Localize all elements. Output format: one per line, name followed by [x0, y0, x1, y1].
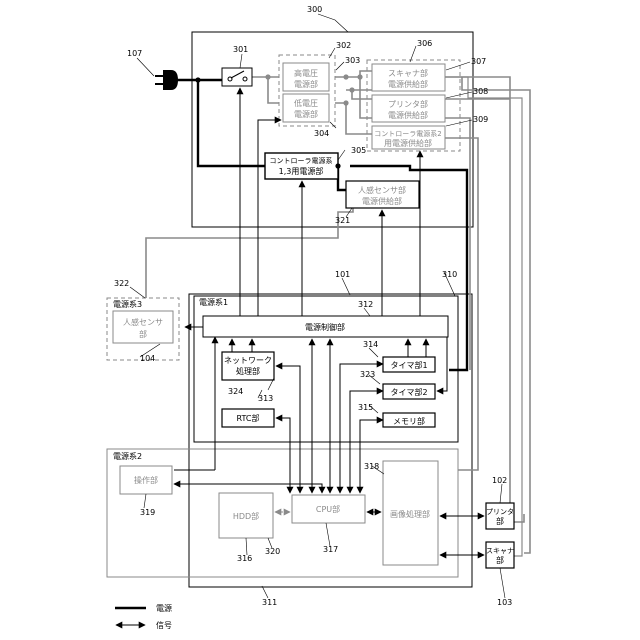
ps1-title: 電源系1 — [199, 297, 228, 307]
plug-icon — [163, 70, 178, 90]
junction-dot — [343, 74, 348, 79]
ref-324: 324 — [228, 387, 243, 396]
junction-dot — [349, 87, 354, 92]
ref-313: 313 — [258, 394, 273, 403]
ref-319: 319 — [140, 508, 155, 517]
main-switch — [222, 68, 252, 86]
junction-dot — [357, 74, 362, 79]
img-label: 画像処理部 — [390, 509, 430, 519]
junction-dot — [335, 163, 340, 168]
hs-label-2: 部 — [139, 329, 147, 339]
prn-sup-label-1: プリンタ部 — [388, 99, 428, 109]
scan-sup-label-2: 電源供給部 — [388, 79, 428, 89]
ref-300: 300 — [307, 5, 322, 14]
junction-dot — [195, 77, 200, 82]
lv-label-2: 電源部 — [294, 109, 318, 119]
junction-dot — [343, 100, 348, 105]
ps2-title: 電源系2 — [113, 451, 142, 461]
ctrl13-label-1: コントローラ電源系 — [270, 156, 333, 165]
ref-317: 317 — [323, 545, 338, 554]
ref-311: 311 — [262, 598, 277, 607]
printer-label-2: 部 — [496, 516, 504, 526]
cpu-label: CPU部 — [316, 504, 340, 514]
ref-306: 306 — [417, 39, 432, 48]
ref-102: 102 — [492, 476, 507, 485]
lv-label-1: 低電圧 — [294, 98, 318, 108]
ctrl2-label-1: コントローラ電源系2 — [374, 129, 441, 138]
ref-103: 103 — [497, 598, 512, 607]
scanner-label-1: スキャナ — [486, 547, 514, 555]
memory-label: メモリ部 — [393, 416, 425, 426]
ref-318: 318 — [364, 462, 379, 471]
ref-322: 322 — [114, 279, 129, 288]
ref-321: 321 — [335, 216, 350, 225]
ref-308: 308 — [473, 87, 488, 96]
ref-310: 310 — [442, 270, 457, 279]
scan-sup-label-1: スキャナ部 — [388, 68, 428, 78]
ref-316: 316 — [237, 554, 252, 563]
ref-301: 301 — [233, 45, 248, 54]
ref-314: 314 — [363, 340, 378, 349]
ref-309: 309 — [473, 115, 488, 124]
ref-307: 307 — [471, 57, 486, 66]
opu-label: 操作部 — [134, 475, 158, 485]
ref-303: 303 — [345, 56, 360, 65]
ref-304: 304 — [314, 129, 329, 138]
net-label-1: ネットワーク — [224, 356, 272, 365]
ref-323: 323 — [360, 370, 375, 379]
rtc-label: RTC部 — [237, 413, 260, 423]
hs-sup-label-1: 人感センサ部 — [358, 185, 406, 195]
ref-312: 312 — [358, 300, 373, 309]
legend-power-label: 電源 — [156, 604, 172, 613]
hs-label-1: 人感センサ — [123, 317, 163, 327]
hv-label-1: 高電圧 — [294, 68, 318, 78]
timer2-label: タイマ部2 — [390, 387, 427, 397]
ps3-title: 電源系3 — [113, 299, 142, 309]
ctrl2-label-2: 用電源供給部 — [384, 138, 432, 148]
ref-302: 302 — [336, 41, 351, 50]
ref-305: 305 — [351, 146, 366, 155]
legend-signal-label: 信号 — [156, 620, 172, 630]
pcu-label: 電源制御部 — [305, 322, 345, 332]
ref-320: 320 — [265, 547, 280, 556]
printer-label-1: プリンタ — [486, 507, 514, 516]
hv-label-2: 電源部 — [294, 79, 318, 89]
timer1-label: タイマ部1 — [390, 360, 427, 370]
net-label-2: 処理部 — [236, 366, 260, 376]
hdd-label: HDD部 — [233, 511, 259, 521]
ctrl13-label-2: 1,3用電源部 — [279, 166, 324, 176]
hs-sup-label-2: 電源供給部 — [362, 196, 402, 206]
scanner-label-2: 部 — [496, 555, 504, 565]
ref-104: 104 — [140, 354, 155, 363]
junction-dot — [265, 74, 270, 79]
ref-107: 107 — [127, 49, 142, 58]
ref-315: 315 — [358, 403, 373, 412]
ref-101: 101 — [335, 270, 350, 279]
prn-sup-label-2: 電源供給部 — [388, 110, 428, 120]
